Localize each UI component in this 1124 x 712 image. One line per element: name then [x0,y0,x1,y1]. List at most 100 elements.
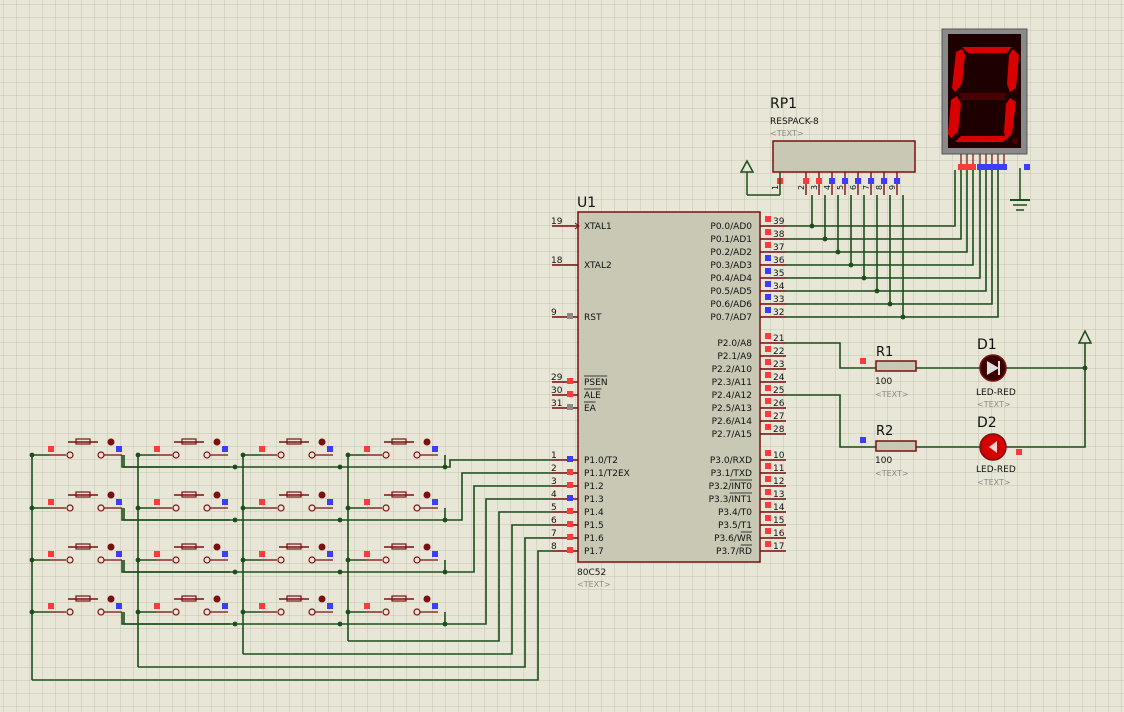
display-pin-8[interactable] [1001,154,1007,170]
display-pin-4[interactable] [977,154,983,170]
rp1-pin-4[interactable]: 4 [823,172,835,195]
keypad-button-r3-c1[interactable] [48,543,122,564]
keypad-button-r2-c3[interactable] [259,491,333,512]
d1-diode-icon [987,361,999,375]
pin-marker [765,398,771,404]
rp1-pin-8[interactable]: 8 [875,172,887,195]
r1-resistor[interactable]: R1 100 <TEXT> [860,345,917,399]
power-terminal-icon[interactable] [739,159,781,196]
keypad-button-r2-c1[interactable] [48,491,122,512]
rp1-pin-3[interactable]: 3 [810,172,822,195]
keypad-button-r2-c4[interactable] [364,491,438,512]
rp1-pin-9[interactable]: 9 [888,172,900,195]
u1-body[interactable] [577,211,761,563]
seven-segment-display[interactable] [941,28,1030,170]
display-pin-2[interactable] [964,154,970,170]
button-plunger [75,438,91,445]
keypad-button-r3-c2[interactable] [154,543,228,564]
pin-number: 8 [551,542,557,552]
keypad-button-r1-c3[interactable] [259,438,333,459]
r1-body[interactable] [875,360,917,372]
power-terminal-right-icon[interactable] [1077,329,1093,344]
pin-marker [327,499,333,505]
keypad-button-r4-c4[interactable] [364,595,438,616]
pin-number: 4 [551,490,557,500]
rp1-pin-2[interactable]: 2 [797,172,809,195]
ground-terminal-icon[interactable] [1010,168,1030,211]
segment-c [1004,98,1016,140]
keypad-button-r3-c3[interactable] [259,543,333,564]
keypad-button-r1-c2[interactable] [154,438,228,459]
d2-led[interactable]: D2 LED-RED <TEXT> [976,415,1022,487]
r2-ref-label: R2 [876,424,893,439]
rp1-pin-6[interactable]: 6 [849,172,861,195]
pin-marker [964,164,970,170]
rp1-pin-5[interactable]: 5 [836,172,848,195]
r2-body[interactable] [875,440,917,452]
rp1-body[interactable] [772,140,916,173]
rp1-pin-7[interactable]: 7 [862,172,874,195]
display-pin-6[interactable] [989,154,995,170]
r2-resistor[interactable]: R2 100 <TEXT> [860,424,917,478]
pin-number: 11 [773,464,784,474]
d1-led[interactable]: D1 LED-RED <TEXT> [976,337,1016,409]
pin-name: EA [584,404,597,414]
ground-pin-marker [1024,164,1030,170]
display-pin-5[interactable] [983,154,989,170]
display-pin-7[interactable] [995,154,1001,170]
junction-dot [809,223,815,229]
p0-bus-wire [786,170,981,279]
keypad-button-r2-c2[interactable] [154,491,228,512]
keypad-button-r4-c2[interactable] [154,595,228,616]
pin-number: 22 [773,347,784,357]
keypad-button-r1-c4[interactable] [364,438,438,459]
keypad-button-r3-c4[interactable] [364,543,438,564]
keypad-button-r4-c1[interactable] [48,595,122,616]
keypad-button-r1-c1[interactable] [48,438,122,459]
keypad-button-r4-c3[interactable] [259,595,333,616]
display-pin-3[interactable] [970,154,976,170]
display-pin-1[interactable] [958,154,964,170]
